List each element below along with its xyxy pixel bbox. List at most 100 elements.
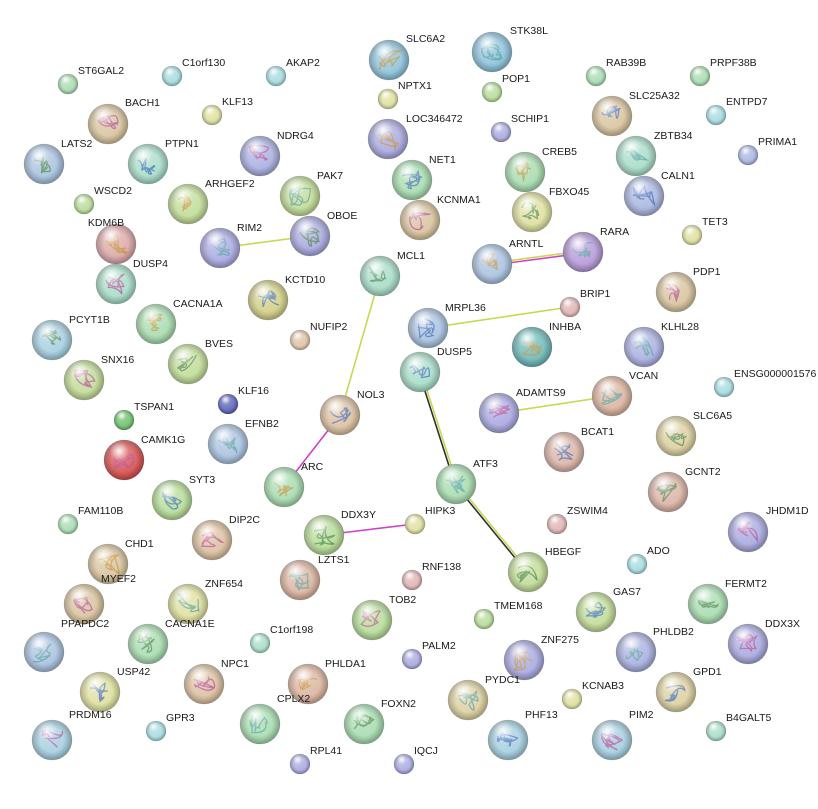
node-kcnab3[interactable]: KCNAB3 xyxy=(561,680,624,710)
node-prima1[interactable]: PRIMA1 xyxy=(737,136,797,166)
node-st6gal2[interactable]: ST6GAL2 xyxy=(57,65,124,95)
node-ndrg4[interactable]: NDRG4 xyxy=(239,130,314,177)
node-rnf138[interactable]: RNF138 xyxy=(401,561,461,591)
node-stk38l[interactable]: STK38L xyxy=(471,25,548,73)
node-net1[interactable]: NET1 xyxy=(391,154,456,201)
node-pim2[interactable]: PIM2 xyxy=(591,709,654,761)
node-lats2[interactable]: LATS2 xyxy=(23,138,92,185)
node-arc[interactable]: ARC xyxy=(263,461,324,508)
node-bach1[interactable]: BACH1 xyxy=(87,97,160,145)
node-tspan1[interactable]: TSPAN1 xyxy=(113,401,174,431)
node-lzts1[interactable]: LZTS1 xyxy=(279,554,350,601)
node-atf3[interactable]: ATF3 xyxy=(435,458,498,505)
node-klf16[interactable]: KLF16 xyxy=(217,385,269,415)
node-myef2[interactable]: MYEF2 xyxy=(63,573,136,625)
node-fbxo45[interactable]: FBXO45 xyxy=(511,186,589,233)
node-arhgef2[interactable]: ARHGEF2 xyxy=(167,178,255,225)
node-adamts9[interactable]: ADAMTS9 xyxy=(478,387,566,434)
node-rpl41[interactable]: RPL41 xyxy=(289,745,342,775)
node-znf275[interactable]: ZNF275 xyxy=(503,634,579,681)
node-tet3[interactable]: TET3 xyxy=(681,216,728,246)
node-foxn2[interactable]: FOXN2 xyxy=(343,698,416,745)
node-dusp5[interactable]: DUSP5 xyxy=(399,346,472,393)
node-efnb2[interactable]: EFNB2 xyxy=(207,418,279,465)
node-bves[interactable]: BVES xyxy=(167,338,233,385)
node-dusp4[interactable]: DUSP4 xyxy=(95,258,168,305)
node-cplx2[interactable]: CPLX2 xyxy=(239,693,310,745)
node-pcyt1b[interactable]: PCYT1B xyxy=(31,314,110,361)
node-npc1[interactable]: NPC1 xyxy=(183,658,249,705)
node-akap2[interactable]: AKAP2 xyxy=(265,57,320,87)
node-ddx3y[interactable]: DDX3Y xyxy=(303,509,376,556)
node-slc6a5[interactable]: SLC6A5 xyxy=(655,410,732,457)
node-schip1[interactable]: SCHIP1 xyxy=(490,113,549,143)
node-chd1[interactable]: CHD1 xyxy=(87,538,154,585)
node-kctd10[interactable]: KCTD10 xyxy=(247,274,325,321)
node-nufip2[interactable]: NUFIP2 xyxy=(289,321,348,351)
node-ppapdc2[interactable]: PPAPDC2 xyxy=(23,618,109,673)
node-slc25a32[interactable]: SLC25A32 xyxy=(591,90,680,137)
node-pop1[interactable]: POP1 xyxy=(481,73,530,103)
node-kcnma1[interactable]: KCNMA1 xyxy=(399,194,481,241)
node-tob2[interactable]: TOB2 xyxy=(351,594,416,641)
node-rab39b[interactable]: RAB39B xyxy=(585,57,646,87)
node-nptx1[interactable]: NPTX1 xyxy=(377,80,432,110)
node-phldb2[interactable]: PHLDB2 xyxy=(615,626,694,673)
node-arntl[interactable]: ARNTL xyxy=(471,238,544,285)
node-gpr3[interactable]: GPR3 xyxy=(145,712,195,742)
node-pak7[interactable]: PAK7 xyxy=(279,170,343,217)
node-b4galt5[interactable]: B4GALT5 xyxy=(705,712,771,742)
node-fermt2[interactable]: FERMT2 xyxy=(687,578,767,625)
node-cacna1e[interactable]: CACNA1E xyxy=(127,618,215,665)
node-prdm16[interactable]: PRDM16 xyxy=(31,709,112,761)
node-inhba[interactable]: INHBA xyxy=(511,321,581,368)
node-slc6a2[interactable]: SLC6A2 xyxy=(368,33,445,81)
node-usp42[interactable]: USP42 xyxy=(79,666,150,713)
node-prpf38b[interactable]: PRPF38B xyxy=(689,57,757,87)
node-dip2c[interactable]: DIP2C xyxy=(191,514,260,561)
node-zbtb34[interactable]: ZBTB34 xyxy=(615,130,693,177)
node-mcl1[interactable]: MCL1 xyxy=(359,250,425,297)
node-klhl28[interactable]: KLHL28 xyxy=(623,321,699,368)
node-hipk3[interactable]: HIPK3 xyxy=(404,505,456,535)
node-loc346472[interactable]: LOC346472 xyxy=(367,113,463,160)
node-ado[interactable]: ADO xyxy=(626,545,670,575)
node-klf13[interactable]: KLF13 xyxy=(201,96,253,126)
node-gcnt2[interactable]: GCNT2 xyxy=(647,466,721,513)
node-phf13[interactable]: PHF13 xyxy=(487,709,558,761)
node-palm2[interactable]: PALM2 xyxy=(401,640,456,670)
node-zswim4[interactable]: ZSWIM4 xyxy=(546,505,608,535)
node-ensg000001576[interactable]: ENSG000001576 xyxy=(713,368,816,398)
node-brip1[interactable]: BRIP1 xyxy=(559,288,611,318)
node-caln1[interactable]: CALN1 xyxy=(623,170,695,217)
node-camk1g[interactable]: CAMK1G xyxy=(103,434,185,481)
node-syt3[interactable]: SYT3 xyxy=(151,474,215,521)
node-mrpl36[interactable]: MRPL36 xyxy=(407,302,486,349)
node-vcan[interactable]: VCAN xyxy=(591,370,658,417)
node-ptpn1[interactable]: PTPN1 xyxy=(127,138,199,185)
node-jhdm1d[interactable]: JHDM1D xyxy=(727,505,809,553)
node-c1orf198[interactable]: C1orf198 xyxy=(249,624,313,654)
node-gpd1[interactable]: GPD1 xyxy=(655,666,722,713)
node-snx16[interactable]: SNX16 xyxy=(63,354,134,401)
node-znf654[interactable]: ZNF654 xyxy=(167,578,243,625)
node-bcat1[interactable]: BCAT1 xyxy=(543,426,614,473)
node-pydc1[interactable]: PYDC1 xyxy=(447,674,520,721)
node-tmem168[interactable]: TMEM168 xyxy=(473,600,543,630)
node-fam110b[interactable]: FAM110B xyxy=(57,505,123,535)
node-nol3[interactable]: NOL3 xyxy=(319,389,385,436)
node-gas7[interactable]: GAS7 xyxy=(575,586,641,633)
node-rim2[interactable]: RIM2 xyxy=(199,222,262,269)
node-creb5[interactable]: CREB5 xyxy=(504,146,577,193)
node-wscd2[interactable]: WSCD2 xyxy=(73,185,132,215)
node-cacna1a[interactable]: CACNA1A xyxy=(135,298,223,345)
node-c1orf130[interactable]: C1orf130 xyxy=(161,57,225,87)
node-entpd7[interactable]: ENTPD7 xyxy=(705,96,768,126)
node-iqcj[interactable]: IQCJ xyxy=(393,745,438,775)
node-kdm6b[interactable]: KDM6B xyxy=(88,217,137,265)
node-phlda1[interactable]: PHLDA1 xyxy=(287,658,366,705)
node-ddx3x[interactable]: DDX3X xyxy=(727,618,800,665)
node-oboe[interactable]: OBOE xyxy=(289,210,357,257)
node-rara[interactable]: RARA xyxy=(562,226,629,273)
node-pdp1[interactable]: PDP1 xyxy=(655,266,721,313)
